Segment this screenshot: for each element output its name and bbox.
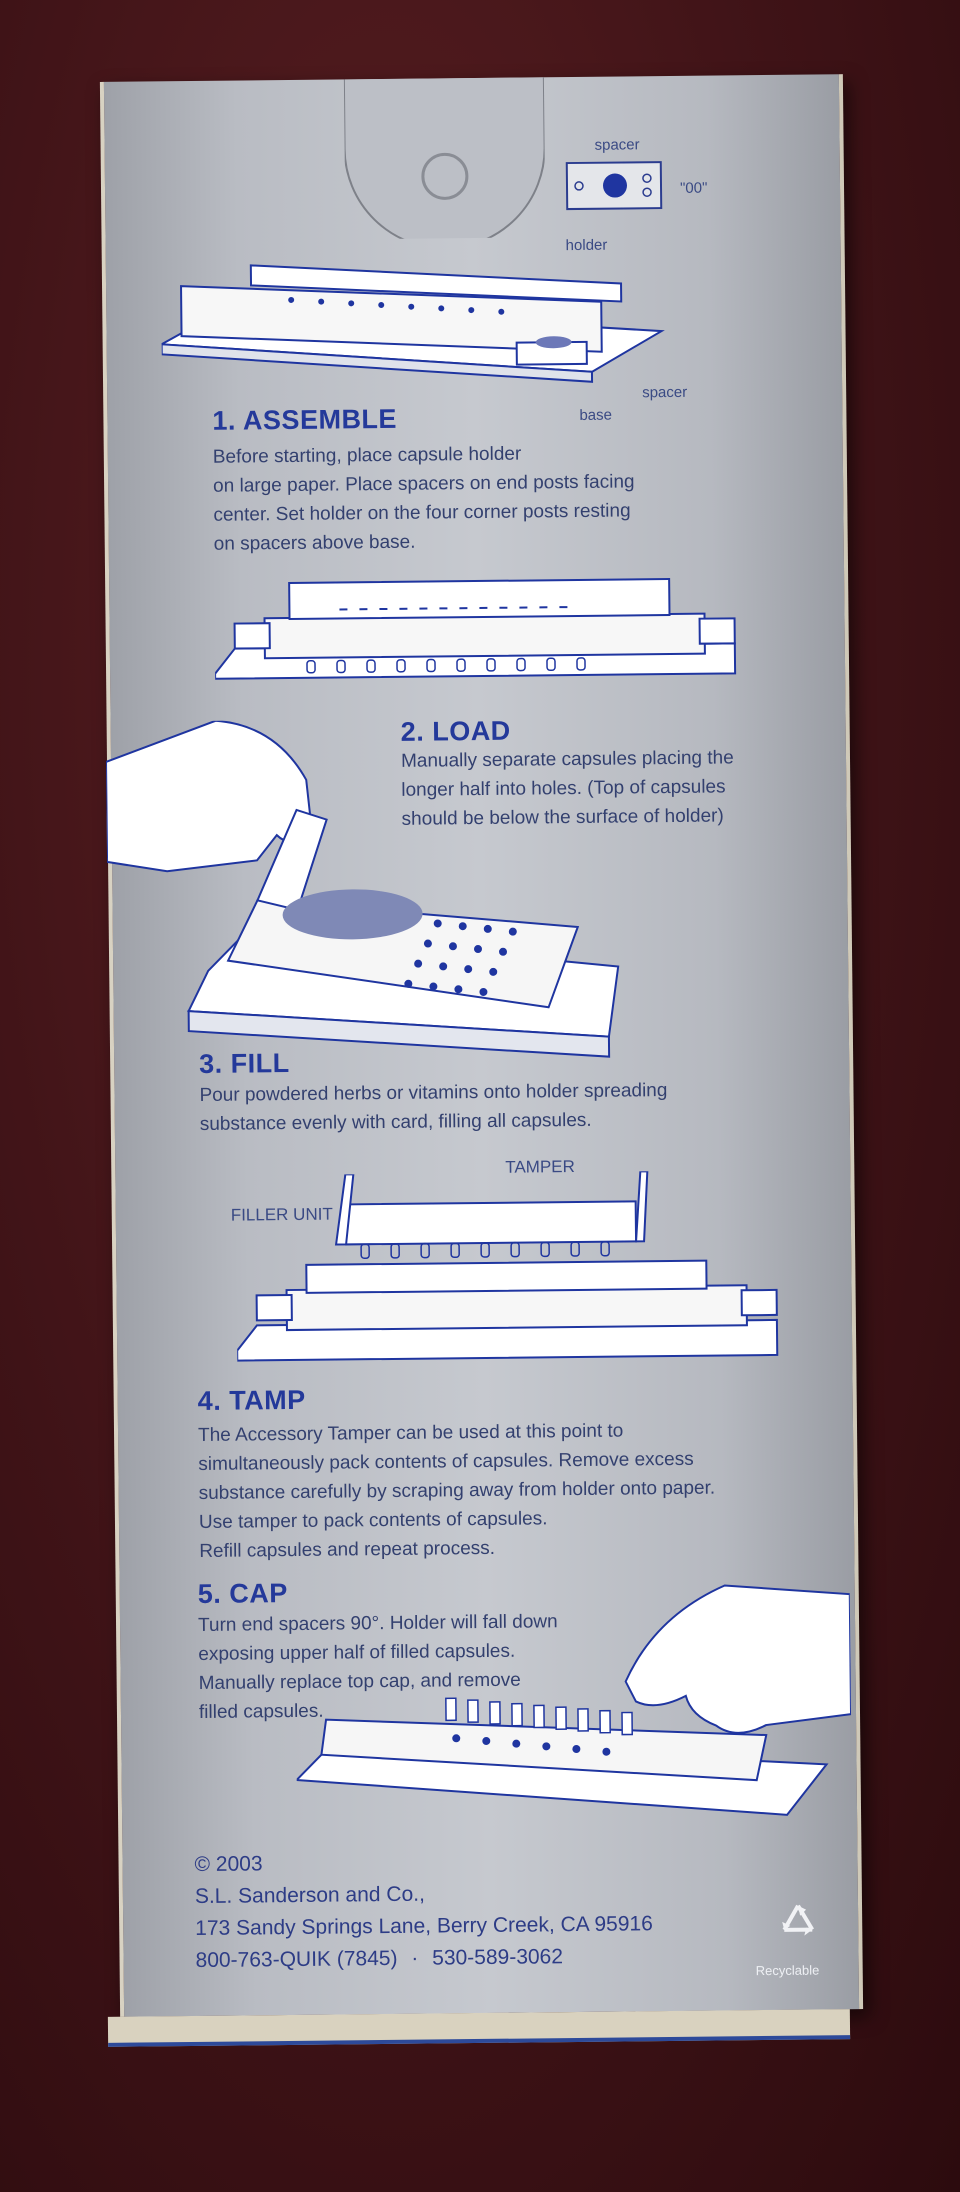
step-5-title: 5. CAP [197, 1578, 288, 1610]
spacer-diagram [565, 161, 663, 211]
assemble-diagram [160, 264, 665, 383]
instruction-box-panel: spacer "00" holder spacer base 1. ASSEMB… [99, 74, 864, 2017]
fill-diagram [105, 719, 620, 1058]
cap-diagram [294, 1584, 853, 1816]
company-address: 173 Sandy Springs Lane, Berry Creek, CA … [195, 1912, 653, 1941]
phone-numbers: 800-763-QUIK (7845) · 530-589-3062 [195, 1945, 564, 1973]
spacer-label: spacer [594, 136, 640, 154]
company-name: S.L. Sanderson and Co., [194, 1882, 426, 1909]
footer: © 2003 S.L. Sanderson and Co., 173 Sandy… [194, 1844, 653, 1977]
tamp-diagram [236, 1170, 779, 1362]
box-bottom-edge [107, 2009, 851, 2047]
step-3-body: Pour powdered herbs or vitamins onto hol… [199, 1080, 668, 1135]
box-tab [343, 77, 546, 240]
recycle-icon [782, 1904, 814, 1936]
step-1-title: 1. ASSEMBLE [212, 403, 398, 436]
step-4-title: 4. TAMP [197, 1384, 306, 1416]
recyclable-label: Recyclable [755, 1962, 820, 1979]
base-label: base [579, 406, 613, 424]
holder-label: holder [565, 236, 608, 255]
size-label: "00" [679, 179, 708, 197]
step-4-body: The Accessory Tamper can be used at this… [197, 1420, 716, 1562]
load-diagram [214, 577, 737, 680]
step-3-title: 3. FILL [199, 1048, 290, 1079]
copyright: © 2003 [194, 1852, 263, 1877]
spacer-label-2: spacer [642, 383, 688, 402]
